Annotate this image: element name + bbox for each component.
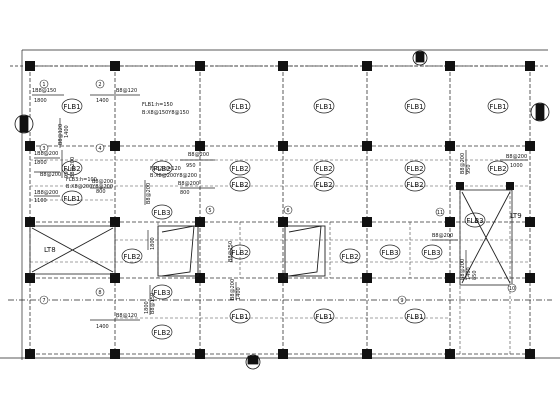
rebar-bubbles: [39, 79, 517, 305]
note-flb2: FLB2:h=120: [150, 166, 181, 172]
note-flb3-b: B:X8@200Y8@200: [66, 184, 113, 190]
rebar-bubble-labels: 1 2 3 4 5 6 7 8 9 10 11: [42, 82, 515, 304]
note-flb3: FLB3:h=100: [66, 177, 97, 183]
rebar-text: B8@200: [506, 154, 527, 160]
slab-tag: FLB3: [153, 289, 170, 297]
rebar-text: 1100: [34, 198, 47, 204]
rebar-text: B8@200: [178, 181, 199, 187]
rebar-text: 1000: [510, 163, 523, 169]
slab-tag: FLB1: [231, 313, 248, 321]
bubble-label: 6: [286, 208, 289, 214]
bubble-label: 10: [509, 286, 515, 292]
rebar-text: B8@200: [432, 233, 453, 239]
slab-tag: FLB2: [341, 253, 358, 261]
note-flb2-b: B:X8@200Y8@200: [150, 173, 197, 179]
slab-tag: FLB3: [153, 209, 170, 217]
rebar-text: B8@200: [70, 157, 76, 178]
rebar-text: 1800: [34, 160, 47, 166]
rebar-text: 850: [472, 270, 478, 280]
rebar-text: B8@120: [58, 124, 64, 145]
rebar-text: 1400: [466, 267, 472, 280]
slab-tag: FLB2: [63, 165, 80, 173]
slab-tag: FLB2: [406, 165, 423, 173]
rebar-text: 1800: [150, 237, 156, 250]
bubble-label: 3: [42, 146, 45, 152]
slab-tag: FLB2: [231, 249, 248, 257]
rebar-text: 800: [180, 190, 190, 196]
bubble-label: 5: [208, 208, 211, 214]
rebar-text: 1400: [96, 98, 109, 104]
slab-tag: FLB1: [315, 103, 332, 111]
rebar-text: B8@200: [230, 279, 236, 300]
slab-notes: FLB1:h=150 B:X8@150Y8@150 FLB2:h=120 B:X…: [66, 102, 197, 190]
rebar-text: 800: [96, 189, 106, 195]
slab-tag: FLB2: [231, 181, 248, 189]
slab-tag: FLB1: [406, 103, 423, 111]
rebar-annotations: 1B8@150 1800 B8@120 1400 1B8@200 1800 B8…: [32, 88, 527, 330]
slab-tag-labels: FLB1 FLB1 FLB1 FLB1 FLB1 FLB2 FLB2 FLB2 …: [63, 103, 506, 337]
rebar-text: B8@120: [116, 313, 137, 319]
slab-tag: FLB1: [315, 313, 332, 321]
bubble-label: 11: [437, 210, 443, 216]
lintel-labels: LT8 LT9: [44, 212, 522, 254]
lintel-label-left: LT8: [44, 246, 56, 254]
rebar-text: 1B8@200: [34, 151, 58, 157]
rebar-text: B8@200: [92, 179, 113, 185]
rebar-text: 1400: [96, 324, 109, 330]
slab-tag: FLB3: [381, 249, 398, 257]
bubble-label: 8: [98, 290, 101, 296]
rebar-text: 1400: [236, 287, 242, 300]
rebar-text: 1B8@200: [34, 190, 58, 196]
slab-tag: FLB2: [123, 253, 140, 261]
rebar-text: 950: [466, 164, 472, 174]
rebar-text: 1800: [34, 98, 47, 104]
note-flb1: FLB1:h=150: [142, 102, 173, 108]
rebar-text: 1B8@150: [32, 88, 56, 94]
columns: [25, 61, 535, 359]
slab-tag: FLB3: [423, 249, 440, 257]
rebar-text: 950: [186, 163, 196, 169]
rebar-text: B8@200: [460, 153, 466, 174]
slab-tag-ellipses: [61, 98, 509, 340]
bubble-label: 1: [42, 82, 45, 88]
rebar-text: B8@200: [188, 152, 209, 158]
rebar-text: B8@150: [150, 293, 156, 314]
rebar-text: 1400: [64, 125, 70, 138]
rebar-lines: [32, 94, 528, 321]
bubble-label: 2: [98, 82, 101, 88]
slab-tag: FLB3: [466, 217, 483, 225]
slab-tag: FLB2: [489, 165, 506, 173]
rebar-text: B8@200: [460, 259, 466, 280]
section-markers: [14, 50, 550, 370]
slab-tag: FLB2: [315, 165, 332, 173]
lintel-label-right: LT9: [510, 212, 522, 220]
slab-tag: FLB2: [231, 165, 248, 173]
rebar-text: 950: [64, 168, 70, 178]
rebar-text: B8@200: [40, 172, 61, 178]
slab-tag: FLB2: [315, 181, 332, 189]
slab-tag: FLB1: [489, 103, 506, 111]
rebar-text: B8@250: [228, 241, 234, 262]
vertical-rebar-annotations: 1400 950 B8@200 B8@200 B8@200 950 B8@200…: [58, 124, 478, 314]
rebar-text: B8@200: [146, 183, 152, 204]
bubble-label: 7: [42, 298, 45, 304]
slab-tag: FLB1: [231, 103, 248, 111]
bubble-label: 9: [400, 298, 403, 304]
slab-tag: FLB1: [63, 103, 80, 111]
bubble-label: 4: [98, 146, 101, 152]
slab-tag: FLB1: [406, 313, 423, 321]
note-flb1-b: B:X8@150Y8@150: [142, 110, 189, 116]
slab-tag: FLB1: [63, 195, 80, 203]
rebar-text: B8@120: [116, 88, 137, 94]
slab-tag: FLB2: [406, 181, 423, 189]
slab-tag: FLB2: [153, 329, 170, 337]
slab-tag: FLB2: [153, 165, 170, 173]
stair-openings: [29, 189, 513, 286]
rebar-text: 1800: [144, 301, 150, 314]
